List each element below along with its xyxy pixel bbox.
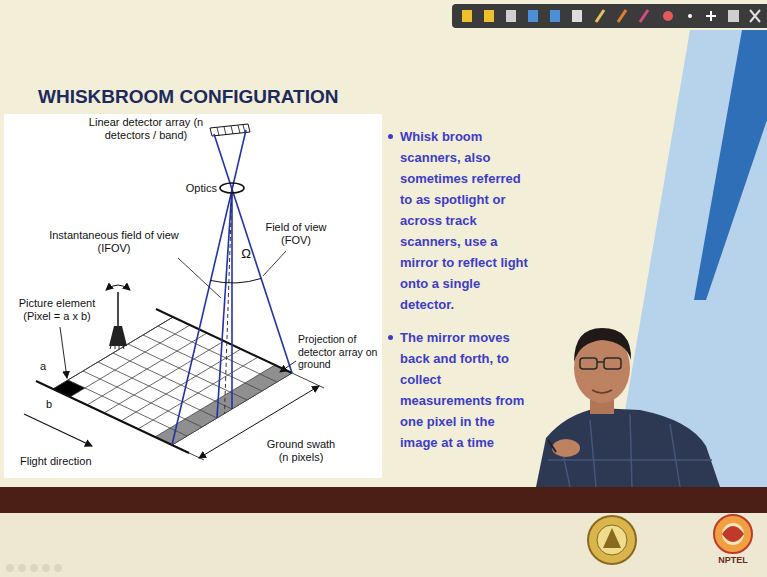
swath-label: Ground swath (n pixels): [262, 438, 340, 464]
projection-label: Projection of detector array on ground: [298, 333, 380, 371]
center-line: [225, 188, 233, 414]
slide-title: WHISKBROOM CONFIGURATION: [38, 86, 338, 109]
slide-ground: [0, 0, 767, 487]
blue-band: [694, 30, 767, 300]
bullet-text: Whisk broom scanners, also sometimes ref…: [400, 126, 528, 315]
bottom-bar: [0, 487, 767, 513]
detector-label: Linear detector array (n detectors / ban…: [84, 116, 208, 142]
speaker-video: [536, 328, 720, 487]
leader-line: [263, 251, 286, 276]
footer-ground: [0, 513, 767, 577]
ifov-label: Instantaneous field of view (IFOV): [38, 229, 190, 255]
side-label: a: [40, 360, 52, 373]
player-icons: [6, 564, 62, 572]
ground-grid: [53, 317, 292, 445]
leader-arrow: [280, 361, 296, 372]
leader-arrow: [60, 327, 67, 378]
fov-label: Field of view (FOV): [258, 221, 334, 247]
fov-arc: [210, 278, 261, 283]
nptel-logo: [714, 515, 752, 553]
figure-ground: [4, 114, 382, 478]
extension-line: [292, 373, 324, 388]
optics-lens: [220, 183, 244, 193]
bullet-dot: [388, 335, 393, 340]
pixel-label: Picture element (Pixel = a x b): [8, 297, 106, 323]
track-line: [36, 381, 189, 453]
flight-arrow: [24, 414, 92, 446]
optics-label: Optics: [175, 182, 217, 195]
broom-icon: [106, 285, 130, 349]
bullet-dot: [388, 134, 393, 139]
leader-line: [178, 258, 221, 298]
institute-logo: [588, 516, 636, 564]
ray-lines: [172, 130, 292, 445]
angle-symbol: Ω: [239, 246, 253, 262]
detector-array: [210, 124, 250, 136]
bullet-text: The mirror moves back and forth, to coll…: [400, 327, 528, 453]
logo-text: NPTEL: [703, 555, 763, 566]
direction-label: Flight direction: [20, 455, 130, 468]
toolbar: [452, 4, 767, 28]
side-label: b: [46, 398, 58, 411]
